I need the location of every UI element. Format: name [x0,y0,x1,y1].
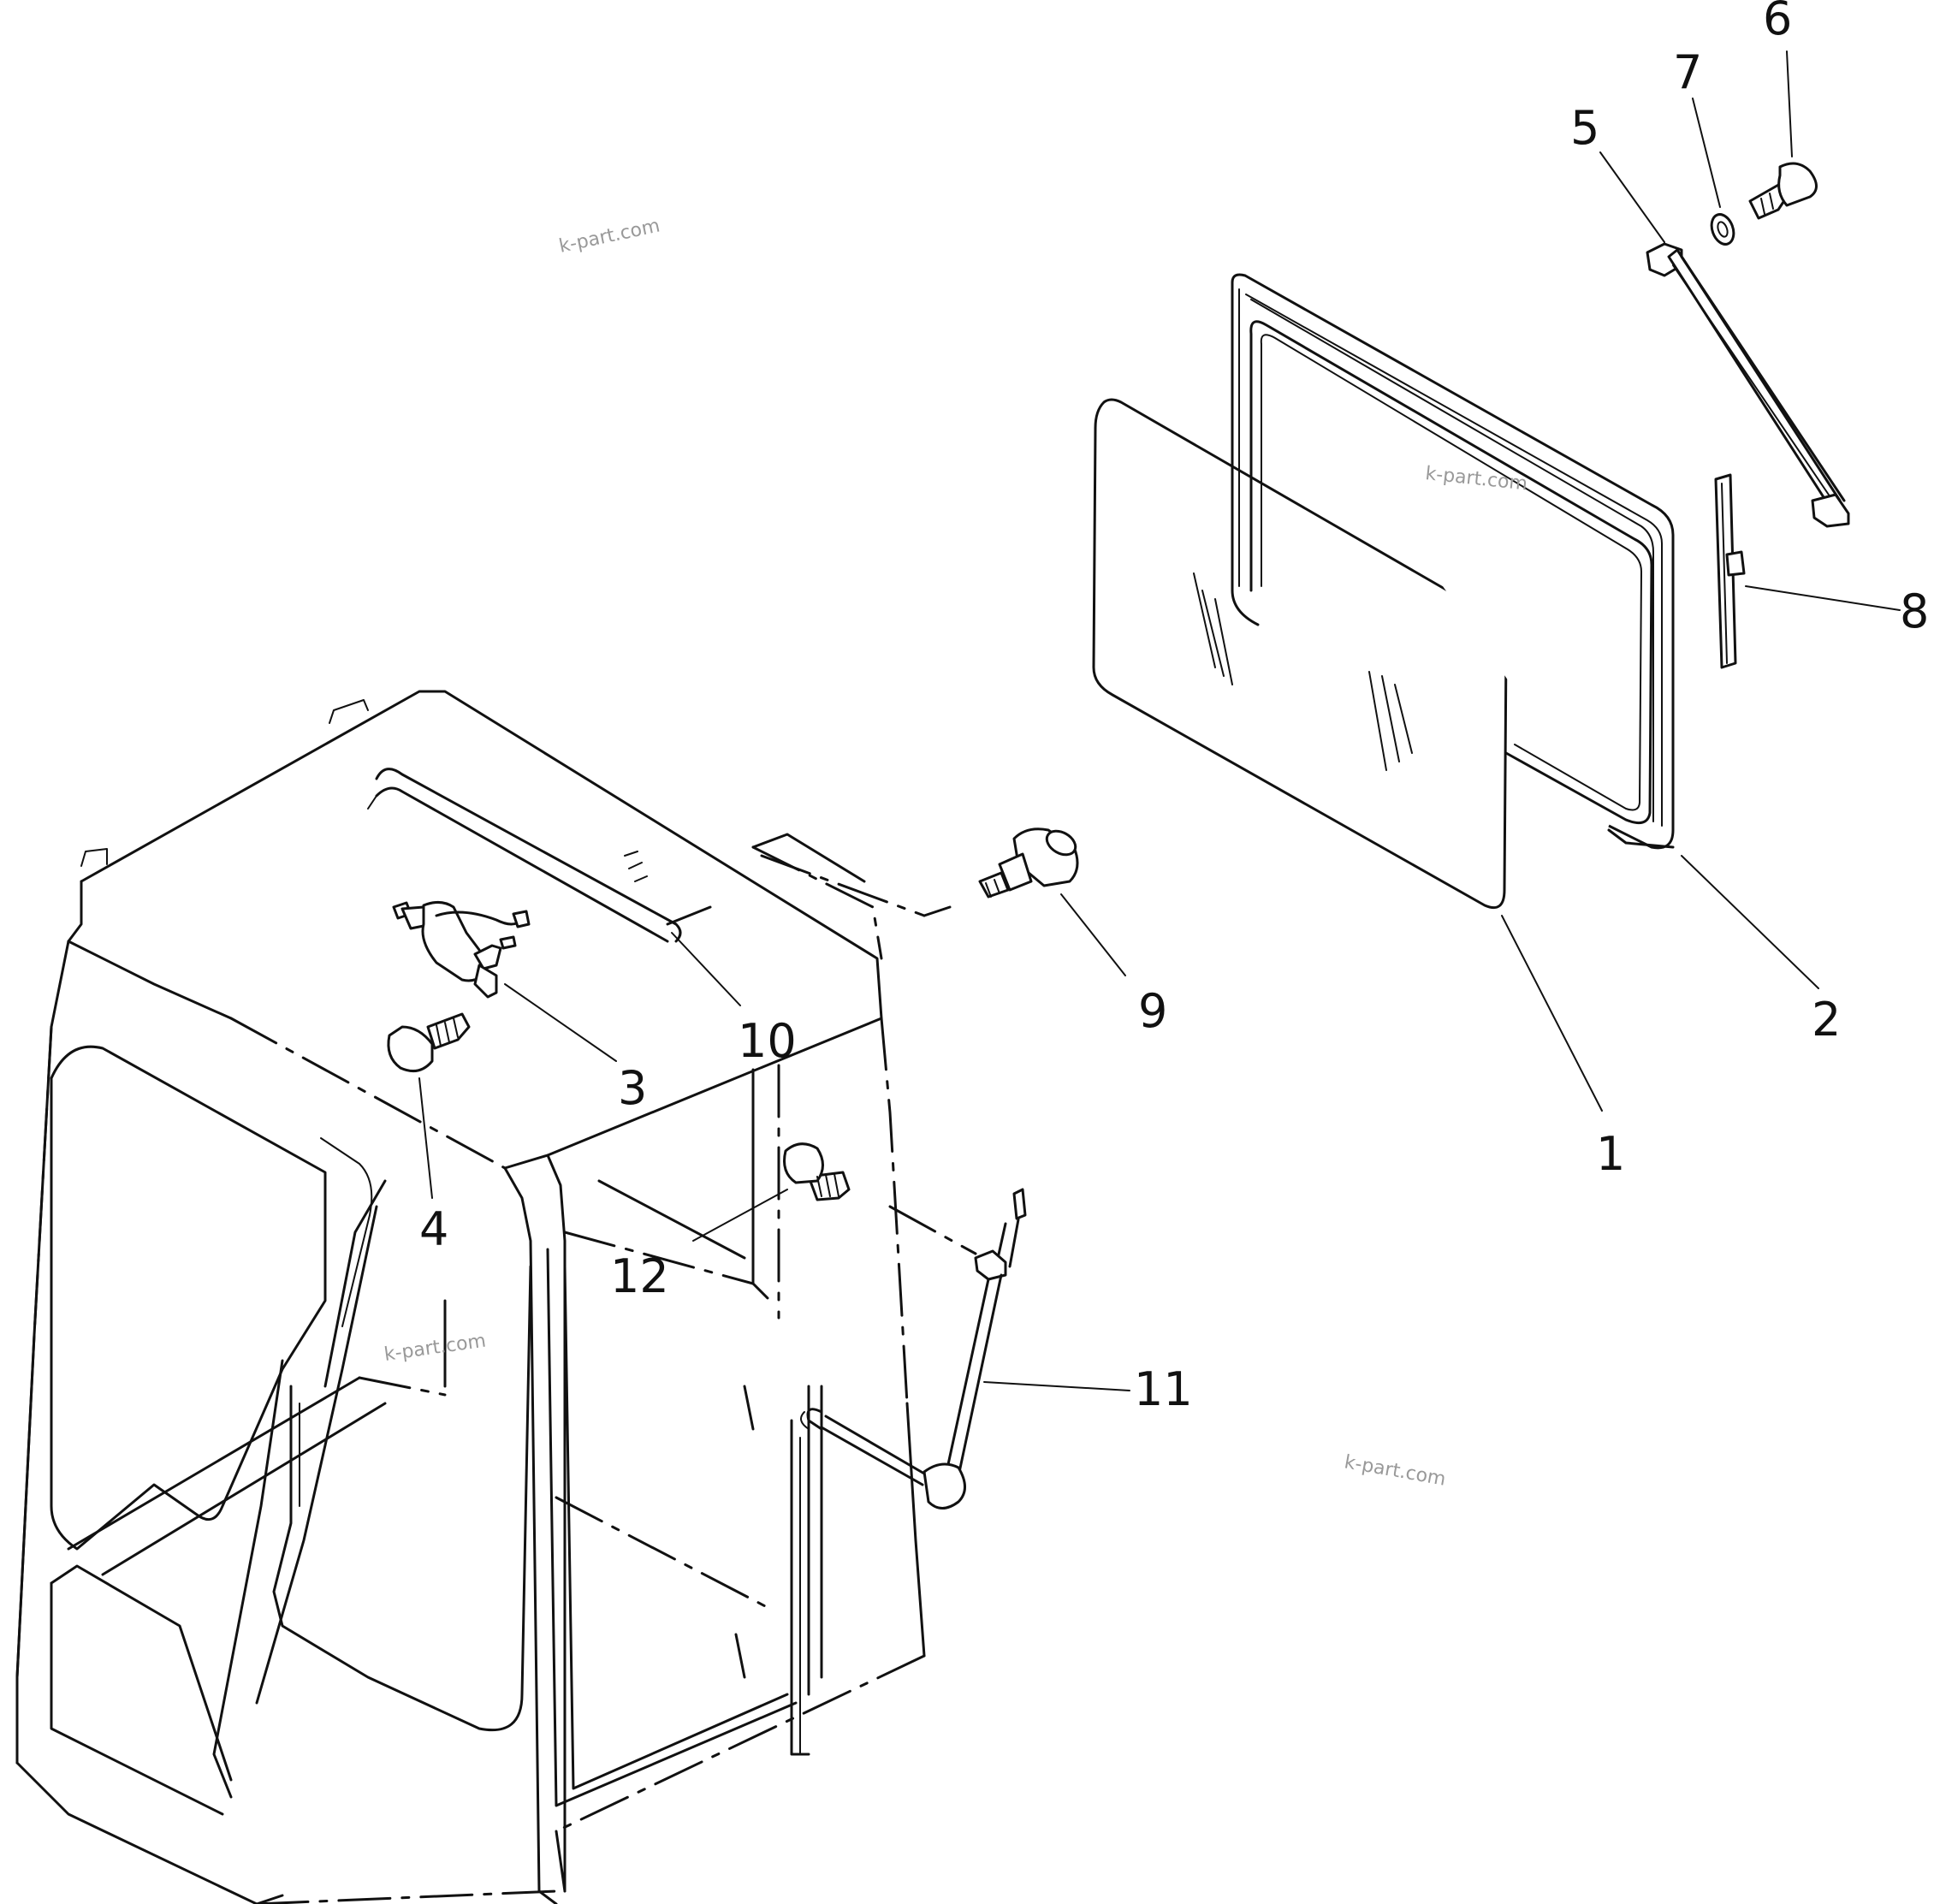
wiper-motor [392,901,531,999]
bolt-6 [1748,162,1818,220]
wiper-rod [800,1188,1027,1510]
cab-body [15,690,952,1904]
callout-7: 7 [1673,45,1702,99]
callout-9: 9 [1138,984,1167,1038]
callout-11: 11 [1134,1362,1193,1416]
washer-nozzle [978,827,1079,899]
watermark: k-part.com [1343,1451,1447,1490]
wiper-blade [1714,473,1746,669]
callout-3: 3 [618,1061,647,1115]
callout-8: 8 [1900,584,1929,638]
callout-labels: 1 2 3 4 5 6 7 8 9 10 11 12 [419,0,1929,1416]
bolt-12 [783,1142,851,1201]
callout-12: 12 [610,1249,669,1303]
callout-10: 10 [738,1014,797,1068]
callout-4: 4 [419,1202,448,1256]
wiper-arm [1646,242,1850,528]
glass-pane [1092,398,1508,910]
leader-lines [418,50,1901,1391]
watermark: k-part.com [557,216,661,258]
watermark: k-part.com [383,1331,487,1366]
bolt-4 [387,1012,471,1073]
callout-6: 6 [1763,0,1792,45]
window-weatherstrip [1231,273,1675,850]
callout-2: 2 [1812,993,1841,1047]
washer-7 [1710,213,1735,246]
callout-1: 1 [1596,1127,1625,1181]
callout-5: 5 [1570,101,1599,155]
